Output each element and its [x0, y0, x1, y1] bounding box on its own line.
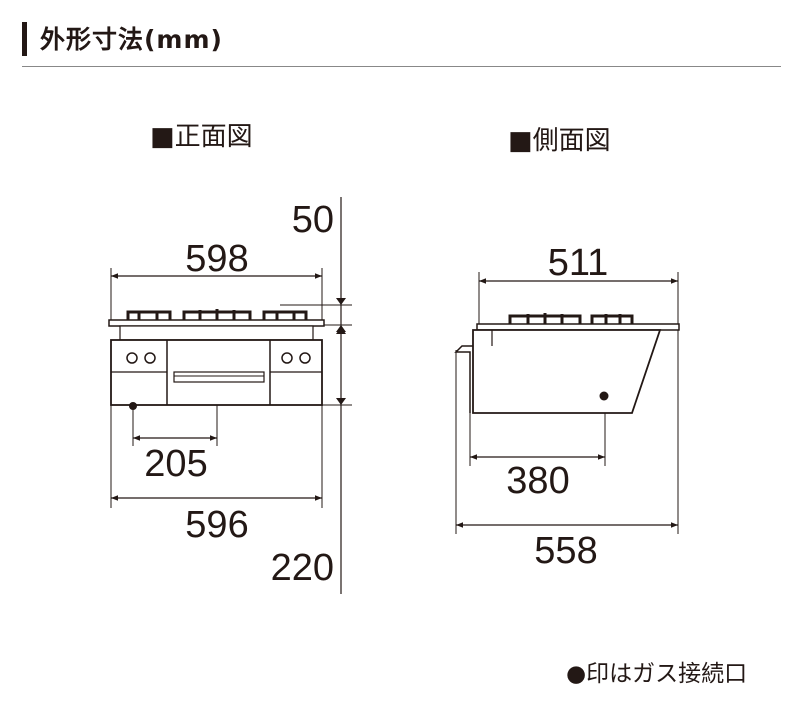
knob-icon — [144, 352, 156, 364]
dim-top-depth: 511 — [548, 242, 609, 284]
side-body — [472, 329, 662, 414]
dim-top-width: 598 — [185, 238, 248, 280]
grill-handle — [173, 371, 265, 383]
gas-connection-icon — [129, 402, 137, 410]
dim-body-height: 220 — [271, 547, 334, 589]
dim-gas-depth: 380 — [506, 460, 569, 502]
front-top-frame — [119, 325, 314, 341]
side-view-label: ■側面図 — [508, 126, 611, 156]
arrow-220-bottom — [336, 398, 346, 405]
dim-total-depth: 558 — [534, 530, 597, 572]
front-top-plate — [108, 319, 325, 327]
front-view: ■正面図 598 205 596 50 220 — [108, 122, 352, 594]
gas-connection-icon — [599, 391, 609, 401]
header-divider — [22, 66, 781, 67]
front-view-label: ■正面図 — [150, 122, 253, 152]
knob-icon — [126, 352, 138, 364]
dim-gas-offset: 205 — [144, 443, 207, 485]
dim-bottom-width: 596 — [185, 504, 248, 546]
gas-connection-note: ●印はガス接続口 — [566, 661, 747, 687]
side-view: ■側面図 511 380 558 — [454, 126, 680, 572]
arrow-50-top — [336, 298, 346, 305]
front-burner-grates — [126, 309, 308, 320]
arrow-220-top — [336, 327, 346, 334]
header-accent-bar — [22, 22, 27, 56]
dim-top-height: 50 — [292, 199, 334, 241]
side-burner-grates — [508, 313, 634, 324]
knob-icon — [281, 352, 293, 364]
knob-icon — [299, 352, 311, 364]
page-title: 外形寸法(mm) — [40, 25, 223, 54]
